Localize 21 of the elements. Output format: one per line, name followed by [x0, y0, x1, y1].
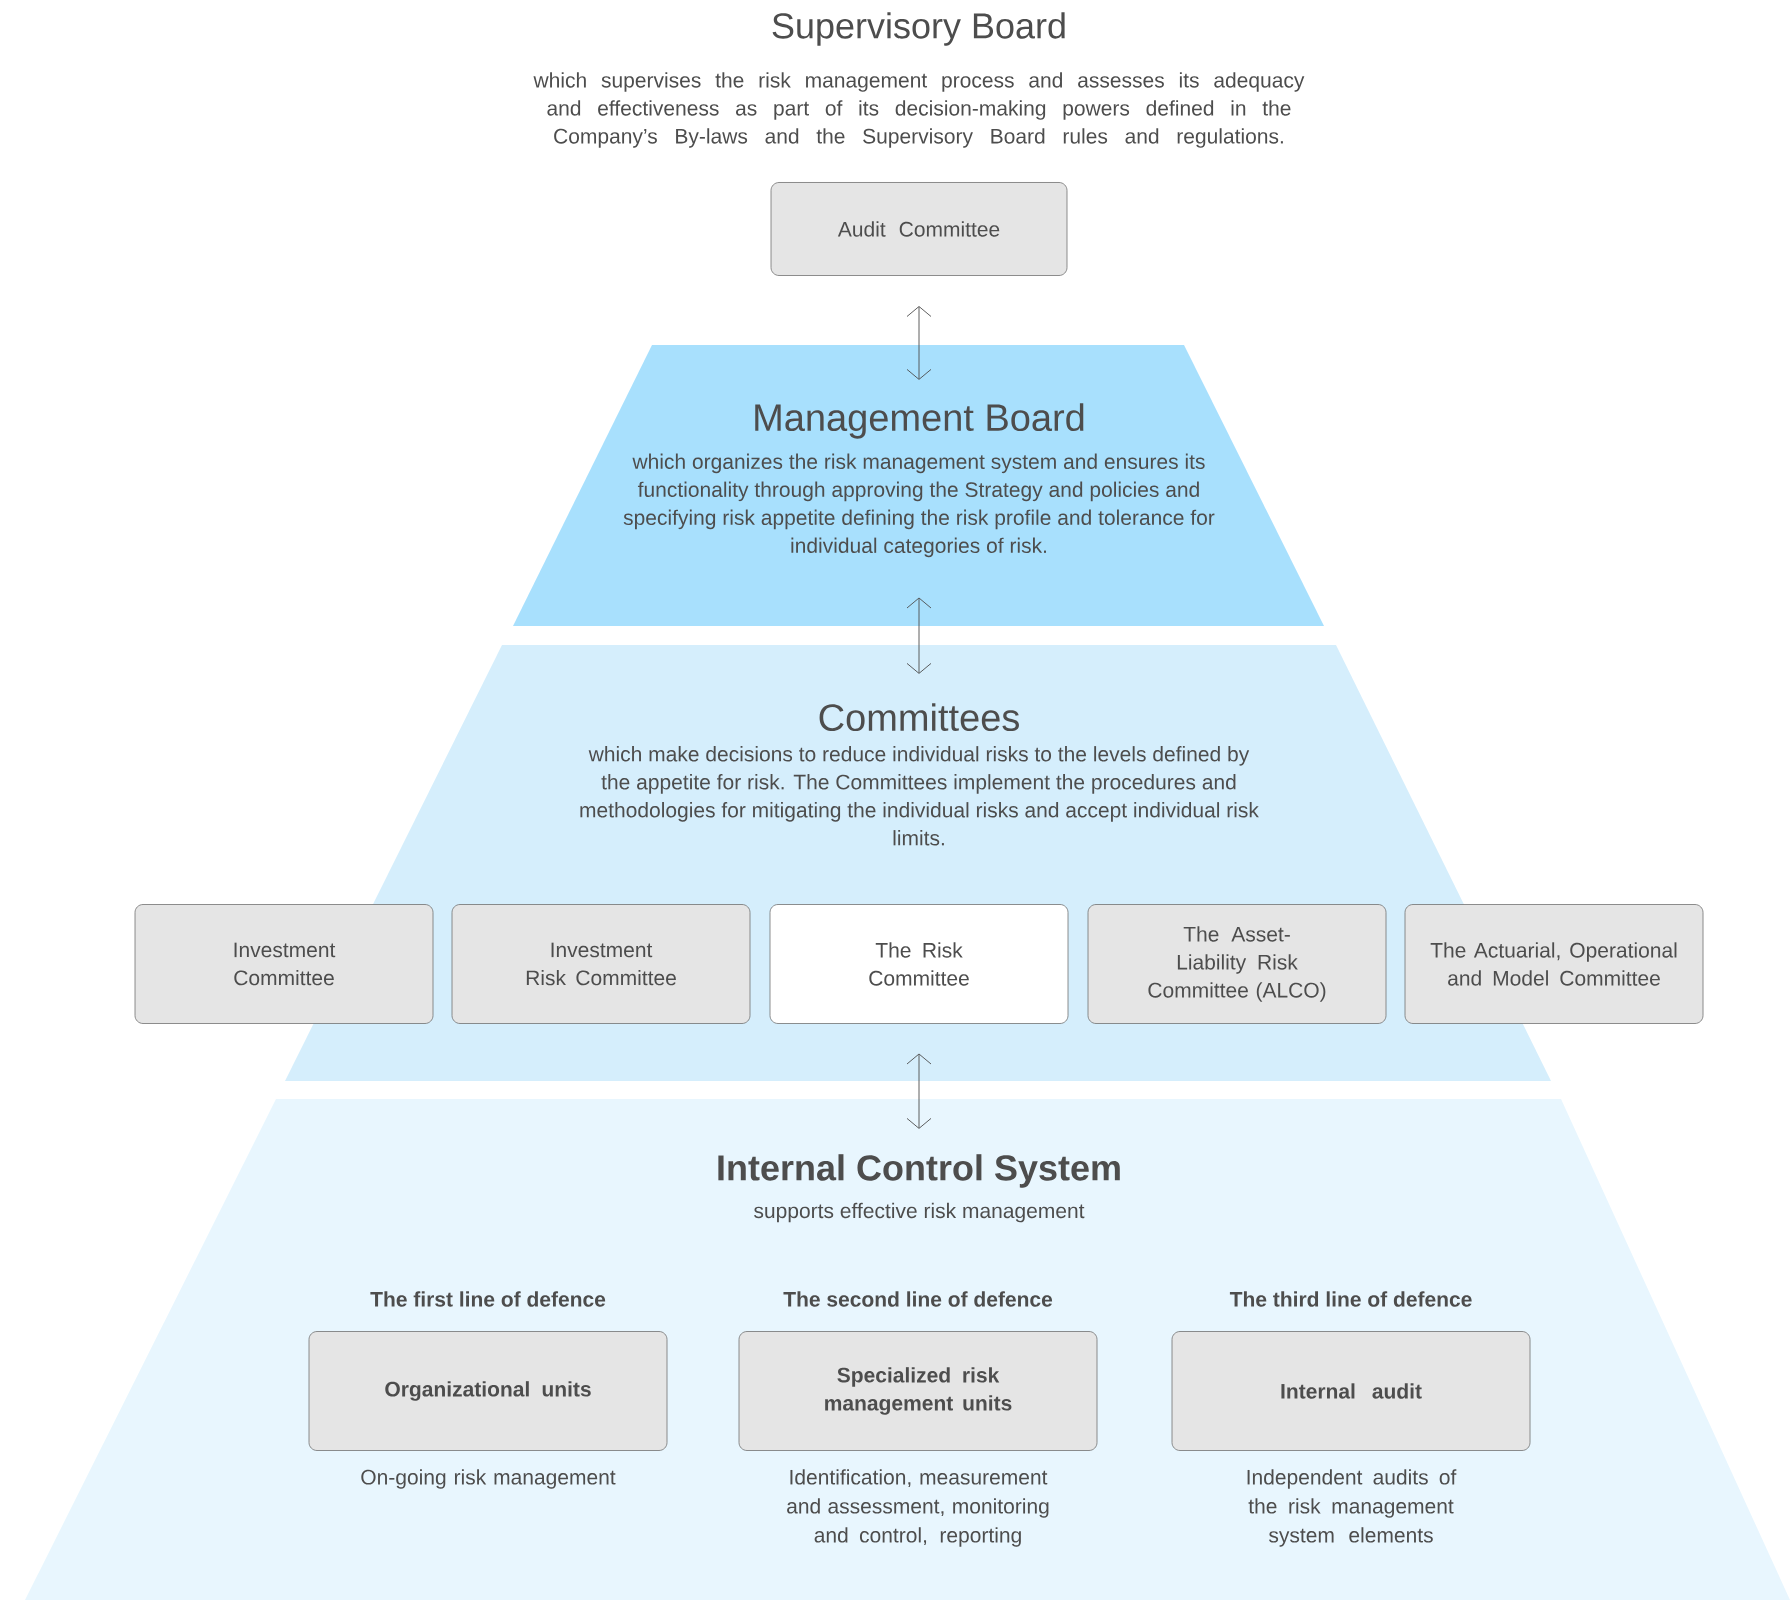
committee-box: Audit Committee: [770, 182, 1068, 276]
description-text: which supervises the risk management process and assesses its adequacy and effectiveness as part of its decision-making powers defined in the Company’s By-laws and the Supervisory Board rules and regulations.: [533, 72, 1305, 148]
column-heading: The third line of defence: [1229, 1291, 1472, 1307]
description-text: On-going risk management: [361, 1469, 616, 1489]
pyramid-tier: Management Board which organizes the risk management system and ensures its functionality through approving the Strategy and policies and specifying risk appetite defining the risk profile and tolerance for individual categories of risk.: [513, 345, 1324, 626]
column-heading: The second line of defence: [783, 1291, 1053, 1307]
committee-box: Internal audit: [1171, 1331, 1531, 1451]
description-text: Independent audits of the risk management system elements: [1247, 1469, 1457, 1547]
heading: Supervisory Board: [772, 12, 1065, 46]
arrow: [906, 1053, 932, 1129]
committee-box: Organizational units: [308, 1331, 668, 1451]
committee-box: The Risk Committee: [769, 904, 1069, 1024]
column-heading: The first line of defence: [370, 1291, 606, 1307]
arrow: [906, 306, 932, 380]
committee-box: Investment Committee: [134, 904, 434, 1024]
committee-box: Specialized risk management units: [738, 1331, 1098, 1451]
committee-box: The Asset-Liability Risk Committee (ALCO): [1087, 904, 1387, 1024]
description-text: Identification, measurement and assessment, monitoring and control, reporting: [787, 1469, 1049, 1547]
committee-box: Investment Risk Committee: [451, 904, 751, 1024]
committee-box: The Actuarial, Operational and Model Committee: [1404, 904, 1704, 1024]
arrow: [906, 597, 932, 674]
